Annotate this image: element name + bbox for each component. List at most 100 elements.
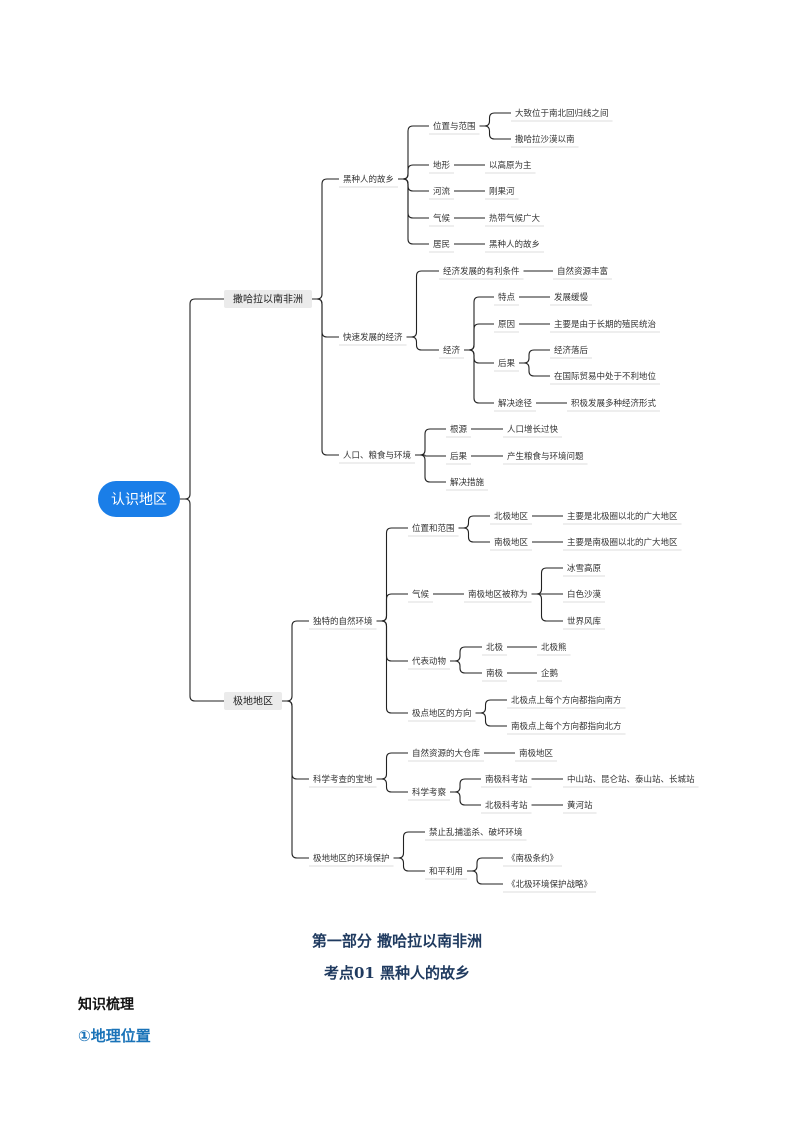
- map-node-label: 北极熊: [541, 642, 567, 653]
- map-node-label: 热带气候广大: [489, 213, 541, 224]
- map-node-label: 黑种人的故乡: [489, 239, 540, 250]
- map-node-label: 科学考查的宝地: [313, 774, 373, 785]
- connector-line: [393, 831, 425, 859]
- map-node-label: 根源: [450, 424, 468, 435]
- branch-node: [224, 692, 282, 710]
- map-node-label: 黄河站: [567, 800, 593, 811]
- map-node-label: 《北极环境保护战略》: [507, 879, 592, 890]
- map-node-label: 世界风库: [567, 616, 602, 627]
- connector-line: [531, 593, 563, 622]
- connector-line: [415, 454, 446, 457]
- connector-line: [458, 527, 490, 543]
- connector-line: [450, 660, 482, 674]
- connector-line: [282, 620, 309, 702]
- map-node-label: 南极地区: [494, 537, 529, 548]
- map-node-label: 发展缓慢: [554, 292, 589, 303]
- map-node-label: 极点地区的方向: [412, 708, 472, 719]
- connector-line: [467, 857, 503, 872]
- connector-line: [393, 857, 425, 872]
- map-node-label: 在国际贸易中处于不利地位: [554, 371, 657, 382]
- point-title: 考点01 黑种人的故乡: [323, 964, 471, 982]
- map-node-label: 极地地区的环境保护: [313, 853, 390, 864]
- map-node-label: 自然资源丰富: [557, 266, 608, 277]
- connector-line: [475, 712, 507, 727]
- map-node-label: 北极科考站: [485, 800, 528, 811]
- map-node-label: 地形: [433, 160, 451, 171]
- map-node-label: 科学考察: [412, 787, 447, 798]
- map-node-label: 后果: [498, 358, 516, 369]
- map-node-label: 企鹅: [541, 668, 558, 679]
- connector-line: [180, 298, 224, 500]
- connector-line: [415, 428, 446, 456]
- map-node-label: 原因: [498, 320, 515, 330]
- connector-line: [398, 178, 429, 245]
- map-node-label: 撒哈拉沙漠以南: [515, 134, 575, 145]
- map-node-label: 经济发展的有利条件: [443, 266, 520, 277]
- map-node-label: 自然资源的大仓库: [412, 748, 481, 759]
- map-node-label: 大致位于南北回归线之间: [515, 108, 609, 119]
- branch-label: 极地地区: [233, 695, 273, 708]
- map-node-label: 南极: [486, 668, 504, 679]
- map-node-label: 北极: [486, 642, 504, 653]
- connector-line: [479, 112, 511, 127]
- map-node-label: 代表动物: [412, 656, 447, 667]
- map-node-label: 白色沙漠: [567, 589, 602, 600]
- connector-line: [282, 700, 309, 859]
- connector-line: [464, 349, 494, 364]
- map-node-label: 产生粮食与环境问题: [507, 451, 584, 462]
- map-node-label: 冰雪高原: [567, 563, 601, 574]
- map-node-label: 后果: [450, 451, 468, 462]
- map-node-label: 快速发展的经济: [343, 332, 403, 343]
- connector-line: [282, 700, 309, 780]
- connector-line: [450, 791, 481, 806]
- connector-line: [376, 620, 408, 662]
- connector-line: [312, 298, 339, 456]
- connector-line: [531, 567, 563, 595]
- map-node-label: 解决途径: [498, 398, 533, 409]
- map-node-label: 主要是由于长期的殖民统治: [554, 319, 657, 330]
- map-node-label: 位置和范围: [412, 523, 455, 534]
- connector-line: [450, 646, 482, 662]
- map-node-label: 禁止乱捕滥杀、破坏环境: [429, 827, 523, 838]
- connector-line: [398, 164, 429, 180]
- map-node-label: 南极地区: [519, 748, 554, 759]
- map-node-label: 北极点上每个方向都指向南方: [511, 695, 622, 706]
- connector-line: [376, 752, 408, 780]
- connector-line: [519, 362, 550, 377]
- map-node-label: 北极地区: [494, 511, 529, 522]
- part-title: 第一部分 撒哈拉以南非洲: [311, 932, 483, 950]
- connector-line: [406, 336, 439, 351]
- connector-line: [467, 870, 503, 885]
- connector-line: [312, 178, 339, 300]
- connector-line: [519, 349, 550, 364]
- map-node-label: 解决措施: [450, 477, 485, 488]
- branch-node: [224, 290, 312, 308]
- map-node-label: 人口、粮食与环境: [343, 450, 412, 461]
- connector-line: [398, 178, 429, 219]
- connector-line: [406, 270, 439, 338]
- map-node-label: 主要是南极圈以北的广大地区: [567, 537, 678, 548]
- map-node-label: 刚果河: [489, 186, 515, 197]
- connector-line: [479, 125, 511, 140]
- geo-position-title: ①地理位置: [78, 1027, 151, 1045]
- map-node-label: 经济: [443, 345, 461, 356]
- map-node-label: 南极科考站: [485, 774, 528, 785]
- map-node-label: 气候: [412, 589, 430, 600]
- map-node-label: 主要是北极圈以北的广大地区: [567, 511, 678, 522]
- connector-line: [312, 298, 339, 338]
- map-node-label: 特点: [498, 292, 516, 303]
- map-node-label: 南极点上每个方向都指向北方: [511, 721, 622, 732]
- connector-line: [376, 527, 408, 622]
- connector-line: [376, 593, 408, 622]
- map-node-label: 积极发展多种经济形式: [571, 398, 657, 409]
- map-node-label: 以高原为主: [489, 160, 532, 171]
- map-node-label: 河流: [433, 186, 451, 197]
- connector-line: [458, 515, 490, 529]
- connector-line: [398, 178, 429, 192]
- connector-line: [464, 349, 494, 404]
- connector-line: [415, 454, 446, 483]
- map-node-label: 和平利用: [429, 866, 463, 877]
- map-node-label: 经济落后: [554, 345, 589, 356]
- map-node-label: 位置与范围: [433, 121, 476, 132]
- map-node-label: 《南极条约》: [507, 853, 558, 864]
